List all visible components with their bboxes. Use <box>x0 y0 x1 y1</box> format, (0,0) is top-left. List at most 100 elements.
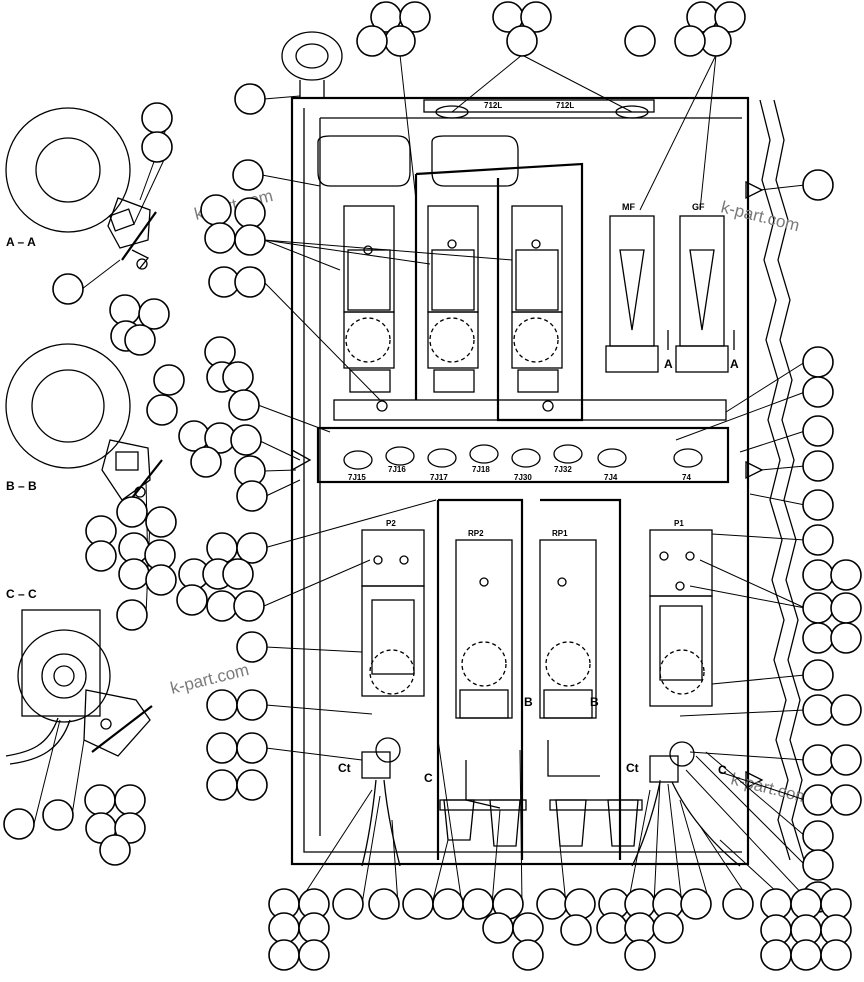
callout-balloon <box>802 376 834 408</box>
leader-line <box>257 404 331 433</box>
callout-balloon <box>200 194 232 226</box>
callout-balloon <box>234 224 266 256</box>
view-mark-a-left: A <box>664 357 673 371</box>
callout-balloon <box>830 622 862 654</box>
callout-balloon <box>206 532 238 564</box>
leader-line <box>705 751 806 837</box>
leader-line <box>725 361 806 413</box>
callout-balloon <box>206 732 238 764</box>
callout-balloon <box>674 25 706 57</box>
callout-balloon <box>624 912 656 944</box>
callout-balloon <box>298 912 330 944</box>
leader-line <box>675 391 806 441</box>
callout-balloon <box>145 506 177 538</box>
callout-balloon <box>236 480 268 512</box>
callout-balloon <box>138 298 170 330</box>
leader-line <box>627 789 651 905</box>
terminal-label: 7J17 <box>430 473 448 482</box>
callout-balloon <box>802 169 834 201</box>
terminal-label: 7J18 <box>472 465 490 474</box>
callout-balloon <box>520 1 552 33</box>
leader-line <box>699 559 806 609</box>
terminal-label: 7J32 <box>554 465 572 474</box>
callout-balloon <box>222 558 254 590</box>
air-filters <box>317 135 519 187</box>
callout-balloon <box>145 564 177 596</box>
callout-balloon <box>268 939 300 971</box>
callout-balloon <box>84 784 116 816</box>
callout-balloon <box>206 769 238 801</box>
callout-balloon <box>116 599 148 631</box>
callout-balloon <box>624 939 656 971</box>
leader-line <box>521 54 633 113</box>
callout-balloon <box>802 784 834 816</box>
leader-line <box>263 559 371 607</box>
callout-balloon <box>268 912 300 944</box>
leader-line <box>263 239 431 265</box>
callout-balloon <box>236 689 268 721</box>
callout-balloon <box>652 912 684 944</box>
leader-line <box>695 755 806 866</box>
leader-line <box>685 769 806 898</box>
callout-balloon <box>564 888 596 920</box>
callout-balloon <box>802 450 834 482</box>
leader-line <box>689 585 806 609</box>
callout-balloon <box>141 102 173 134</box>
callout-balloon <box>790 939 822 971</box>
callout-balloon <box>190 446 222 478</box>
label-mf: MF <box>622 202 635 212</box>
leader-line <box>519 749 523 905</box>
callout-balloon <box>462 888 494 920</box>
label-gf: GF <box>692 202 705 212</box>
leader-line <box>263 469 297 472</box>
callout-balloon <box>722 888 754 920</box>
callout-balloon <box>118 558 150 590</box>
label-ct-left: Ct <box>338 761 351 775</box>
callout-balloon <box>153 364 185 396</box>
callout-balloon <box>830 694 862 726</box>
leader-line <box>679 799 711 905</box>
view-mark-c-left: C <box>424 771 433 785</box>
callout-balloon <box>332 888 364 920</box>
leader-line <box>297 789 373 905</box>
leader-line <box>71 739 85 816</box>
view-mark-b-left: B <box>524 695 533 709</box>
callout-balloon <box>714 1 746 33</box>
lower-contactors: P2 RP2 RP1 B B P1 <box>361 498 713 860</box>
label-rp2: RP2 <box>468 529 484 538</box>
callout-balloon <box>802 415 834 447</box>
leader-line <box>265 479 301 497</box>
section-view-cc: C – C <box>5 587 153 765</box>
terminal-label: 74 <box>682 473 691 482</box>
leader-line <box>257 439 301 461</box>
section-label-cc: C – C <box>6 587 37 601</box>
leader-line <box>265 704 373 715</box>
callout-balloon <box>820 939 852 971</box>
leader-line <box>679 709 806 717</box>
callout-balloon <box>482 912 514 944</box>
callout-balloon <box>680 888 712 920</box>
leader-line <box>711 674 806 685</box>
callout-balloon <box>206 689 238 721</box>
section-view-aa: A – A <box>5 107 157 270</box>
callout-balloon <box>99 834 131 866</box>
label-rp1: RP1 <box>552 529 568 538</box>
callout-balloon <box>234 266 266 298</box>
callout-balloon <box>234 83 266 115</box>
callout-balloon <box>830 744 862 776</box>
callout-balloon <box>802 849 834 881</box>
view-mark-a-right: A <box>730 357 739 371</box>
label-ct-right: Ct <box>626 761 639 775</box>
leader-line <box>263 95 301 100</box>
leader-line <box>265 747 363 761</box>
mf-gf-relays: MF GF A A <box>605 202 739 373</box>
callout-balloons <box>3 1 862 971</box>
section-label-aa: A – A <box>6 235 36 249</box>
callout-balloon <box>298 939 330 971</box>
callout-balloon <box>512 939 544 971</box>
callout-balloon <box>85 540 117 572</box>
callout-balloon <box>830 559 862 591</box>
callout-balloon <box>624 25 656 57</box>
callout-balloon <box>42 799 74 831</box>
callout-balloon <box>234 197 266 229</box>
